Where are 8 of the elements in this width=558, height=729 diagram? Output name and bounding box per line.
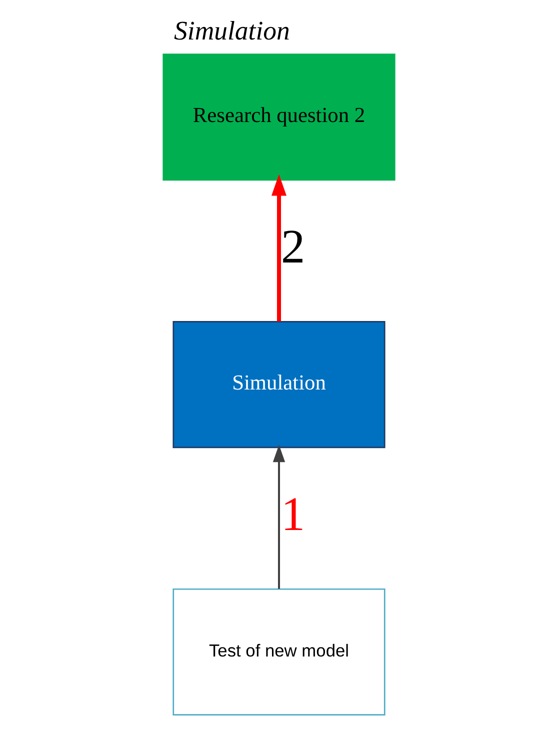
node-box: Test of new model	[172, 588, 386, 716]
node-box: Simulation	[172, 321, 386, 448]
arrow	[272, 174, 286, 322]
diagram-title: Simulation	[174, 16, 290, 46]
arrow	[272, 444, 286, 589]
edge-label: 1	[281, 488, 306, 542]
node-box: Research question 2	[162, 54, 396, 181]
edge-label: 2	[281, 220, 306, 274]
